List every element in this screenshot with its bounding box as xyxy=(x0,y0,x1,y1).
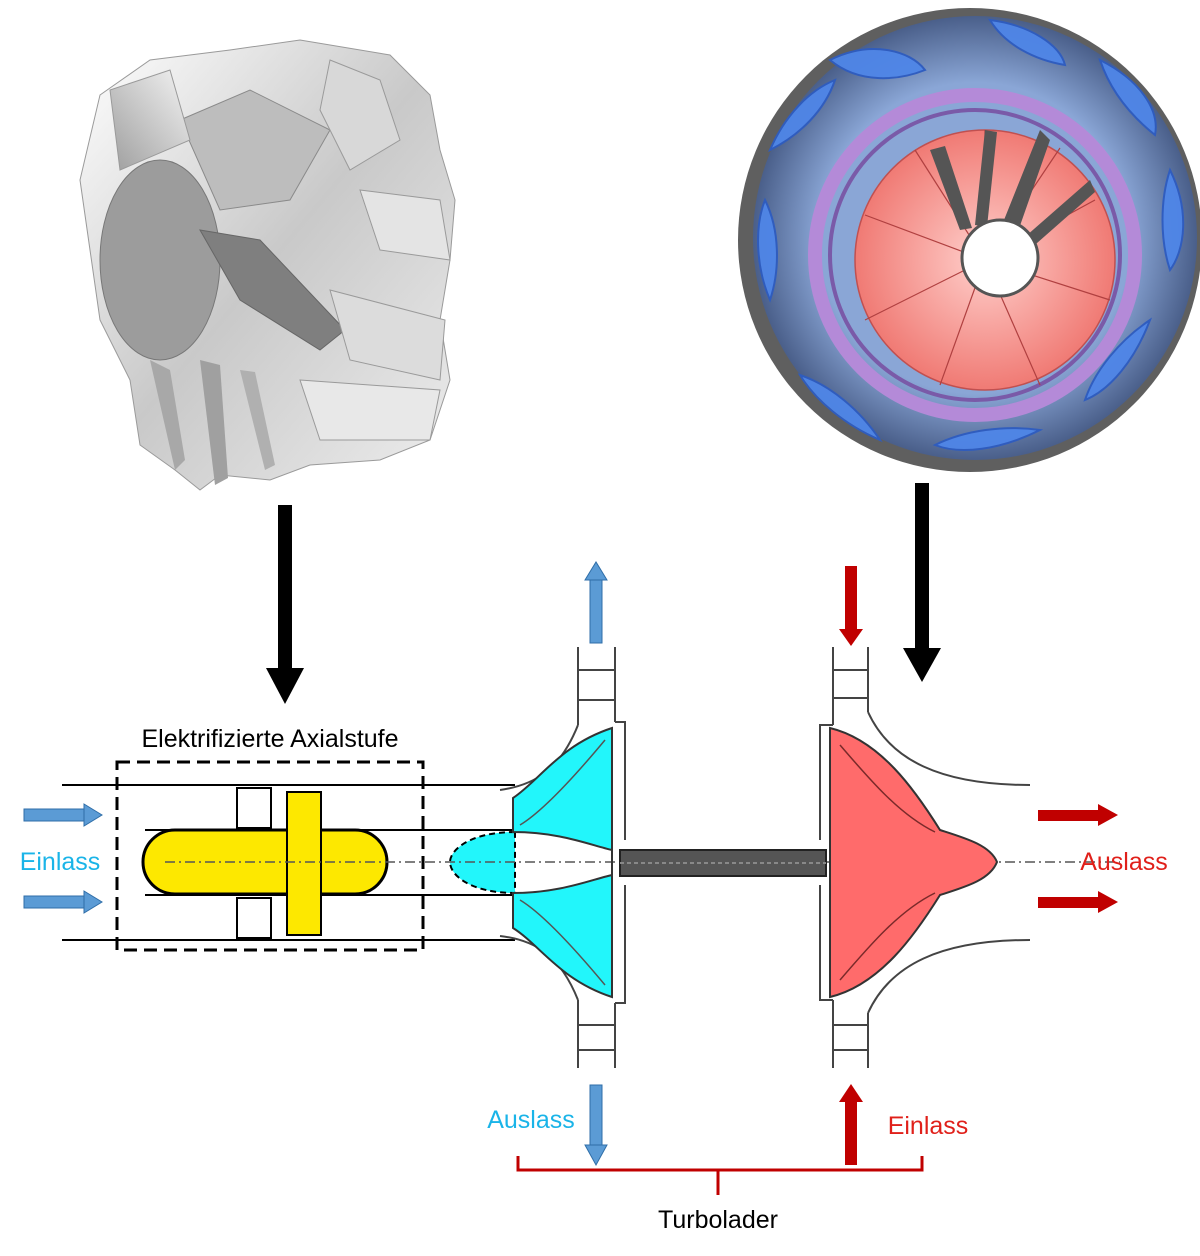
axial-stage-box xyxy=(115,760,425,952)
compressor-wheel xyxy=(512,726,613,999)
turbine-inlet-arrow-top xyxy=(839,566,863,646)
radial-turbine-render xyxy=(738,8,1200,472)
turbine-wheel xyxy=(829,726,999,999)
outlet-right-label: Auslass xyxy=(1080,848,1168,876)
turbocharger-brace xyxy=(516,1156,924,1195)
inlet-arrow-bottom xyxy=(23,890,103,914)
axial-fan-render xyxy=(79,39,456,491)
turbine-housing xyxy=(819,647,1031,1068)
render-to-schematic-arrow-left xyxy=(266,505,304,704)
compressor-housing xyxy=(499,647,626,1068)
compressor-outlet-arrow-down xyxy=(584,1084,608,1167)
axial-stage-label: Elektrifizierte Axialstufe xyxy=(141,725,398,753)
outlet-arrow-bottom xyxy=(1038,891,1118,913)
turbine-inlet-arrow-bottom xyxy=(839,1084,863,1165)
turbine-inlet-label: Einlass xyxy=(888,1112,969,1140)
render-to-schematic-arrow-right xyxy=(903,483,941,682)
compressor-outlet-arrow-up xyxy=(584,561,608,644)
inlet-left-label: Einlass xyxy=(20,848,101,876)
compressor-nose-cone xyxy=(448,830,516,895)
outlet-arrow-top xyxy=(1038,804,1118,826)
compressor-outlet-label: Auslass xyxy=(487,1106,575,1134)
axial-rotor xyxy=(141,787,389,939)
inlet-arrow-top xyxy=(23,803,103,827)
turbocharger-label: Turbolader xyxy=(658,1206,778,1234)
